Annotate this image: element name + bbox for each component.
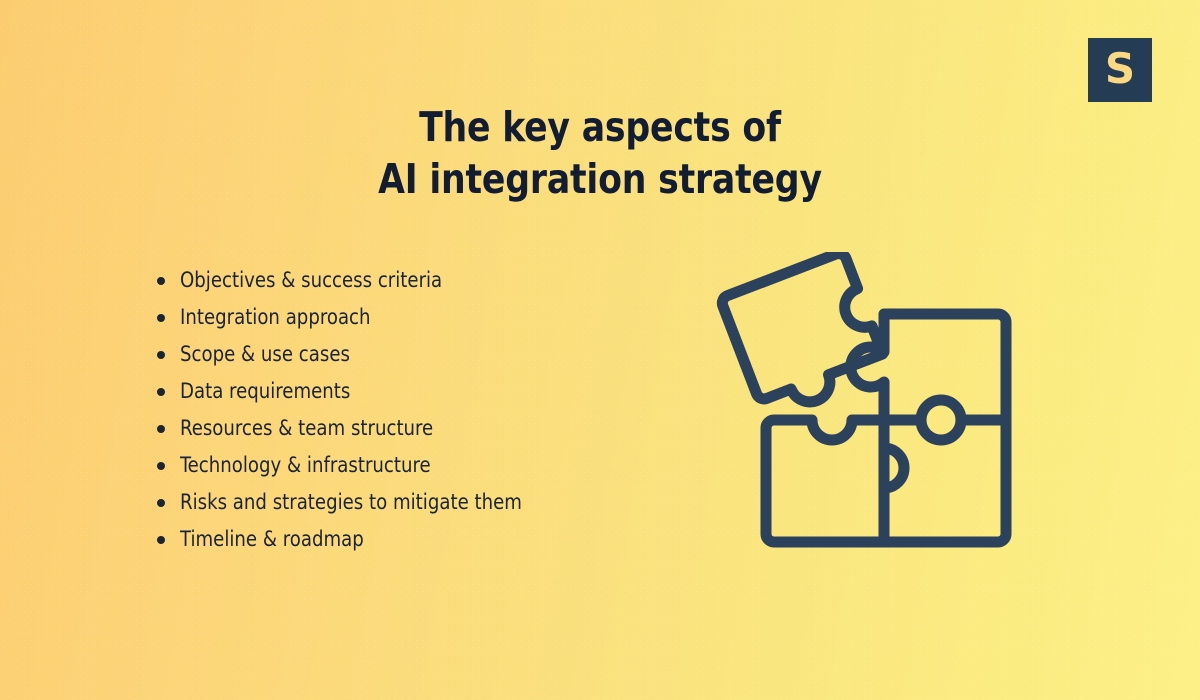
- list-item-label: Timeline & roadmap: [180, 527, 364, 551]
- list-item-label: Scope & use cases: [180, 342, 350, 366]
- list-item: Technology & infrastructure: [156, 447, 536, 484]
- list-item: Timeline & roadmap: [156, 521, 536, 558]
- puzzle-piece-detached: [716, 252, 889, 408]
- bullet-dot-icon: [157, 350, 165, 359]
- bullet-dot-icon: [157, 387, 165, 396]
- puzzle-piece-bottom-right: [878, 414, 1012, 548]
- list-item-label: Objectives & success criteria: [180, 268, 443, 292]
- bullet-dot-icon: [157, 535, 165, 544]
- list-item: Objectives & success criteria: [156, 262, 536, 299]
- page-title-line-2: AI integration strategy: [378, 155, 822, 204]
- brand-logo-letter: S: [1104, 44, 1136, 93]
- bullet-dot-icon: [157, 498, 165, 507]
- bullet-dot-icon: [157, 424, 165, 433]
- list-item-label: Data requirements: [180, 379, 351, 403]
- list-item: Scope & use cases: [156, 336, 536, 373]
- puzzle-piece-bottom-left: [760, 414, 890, 548]
- key-aspects-list: Objectives & success criteria Integratio…: [156, 262, 536, 558]
- puzzle-illustration: [716, 252, 1016, 552]
- bullet-dot-icon: [157, 313, 165, 322]
- list-item: Data requirements: [156, 373, 536, 410]
- bullet-dot-icon: [157, 461, 165, 470]
- list-item-label: Risks and strategies to mitigate them: [180, 490, 522, 514]
- list-item-label: Integration approach: [180, 305, 371, 329]
- list-item: Risks and strategies to mitigate them: [156, 484, 536, 521]
- page-title-line-1: The key aspects of: [419, 103, 781, 152]
- list-item-label: Technology & infrastructure: [180, 453, 431, 477]
- page-title: The key aspects of AI integration strate…: [36, 101, 1164, 205]
- puzzle-icon: [716, 252, 1012, 548]
- brand-logo: S: [1088, 38, 1152, 102]
- list-item: Resources & team structure: [156, 410, 536, 447]
- bullet-dot-icon: [157, 276, 165, 285]
- list-item: Integration approach: [156, 299, 536, 336]
- list-item-label: Resources & team structure: [180, 416, 434, 440]
